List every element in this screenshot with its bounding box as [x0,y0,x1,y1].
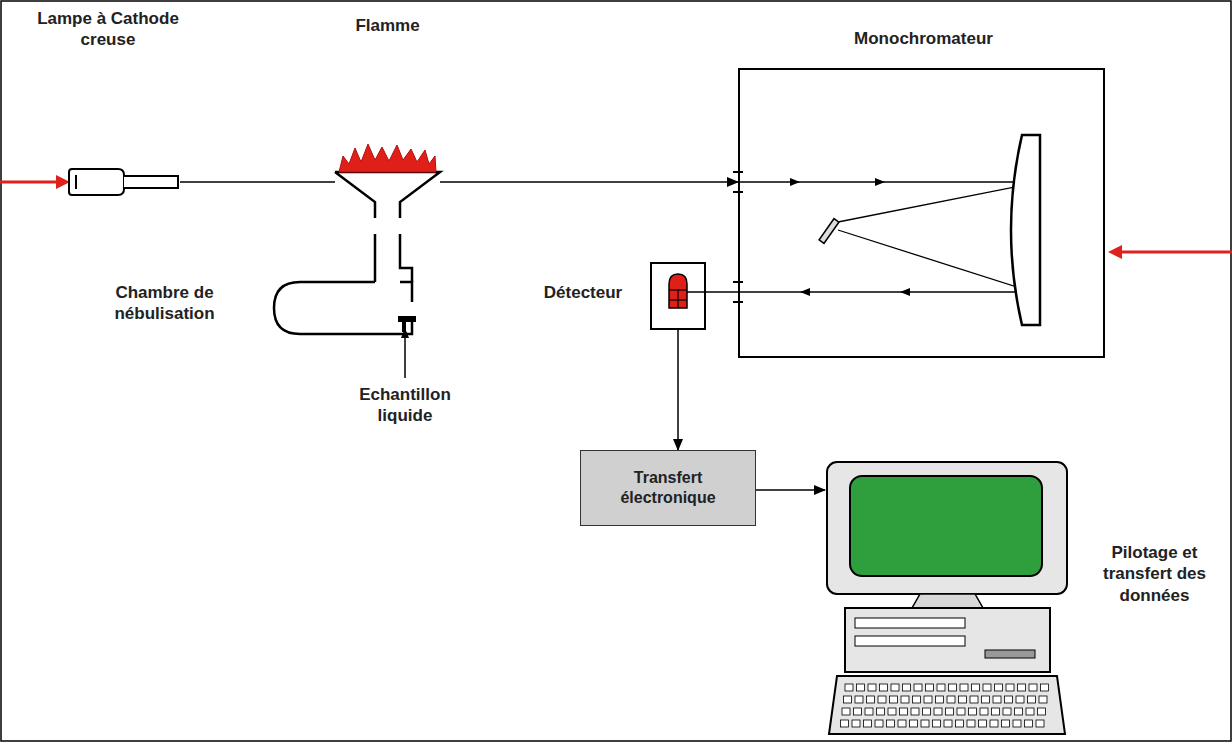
power-arrow [0,175,70,189]
optical-path [672,182,1020,292]
computer-drawing [825,460,1070,738]
node-label: Lampe à Cathode creuse [8,8,208,51]
hollow-cathode-lamp-drawing [68,166,180,198]
node-label: Flamme [330,15,445,36]
drive-arrow [1108,245,1232,259]
flame: Flamme [335,138,440,182]
node-label: Détecteur [522,282,644,303]
monochromator-housing: Monochromateur [738,68,1105,358]
grating [819,219,839,244]
connector [677,330,679,450]
node-label: Monochromateur [740,28,1107,49]
node-label: Transfert électronique [589,468,747,508]
computer: Pilotage et transfert des données [825,460,1070,738]
hollow-cathode-lamp: Lampe à Cathode creuse [68,166,180,198]
connector [180,181,335,183]
node-label: Chambre de nébulisation [72,282,257,325]
nebulization-chamber: Chambre de nébulisation [272,280,417,336]
flame-drawing [335,138,440,182]
node-label: Pilotage et transfert des données [1087,542,1222,606]
sample-arrow [401,328,409,378]
connector [440,181,738,183]
ray-arrowheads [790,178,910,296]
connector [756,489,825,491]
sample-label: Echantillon liquide [335,384,475,427]
nebulization-chamber-drawing [272,280,417,336]
burner-funnel [335,172,440,282]
concave-mirror [1011,135,1040,325]
detector-drawing [652,264,708,332]
electronics-box: Transfert électronique [580,450,756,526]
detector: Détecteur [650,262,706,330]
